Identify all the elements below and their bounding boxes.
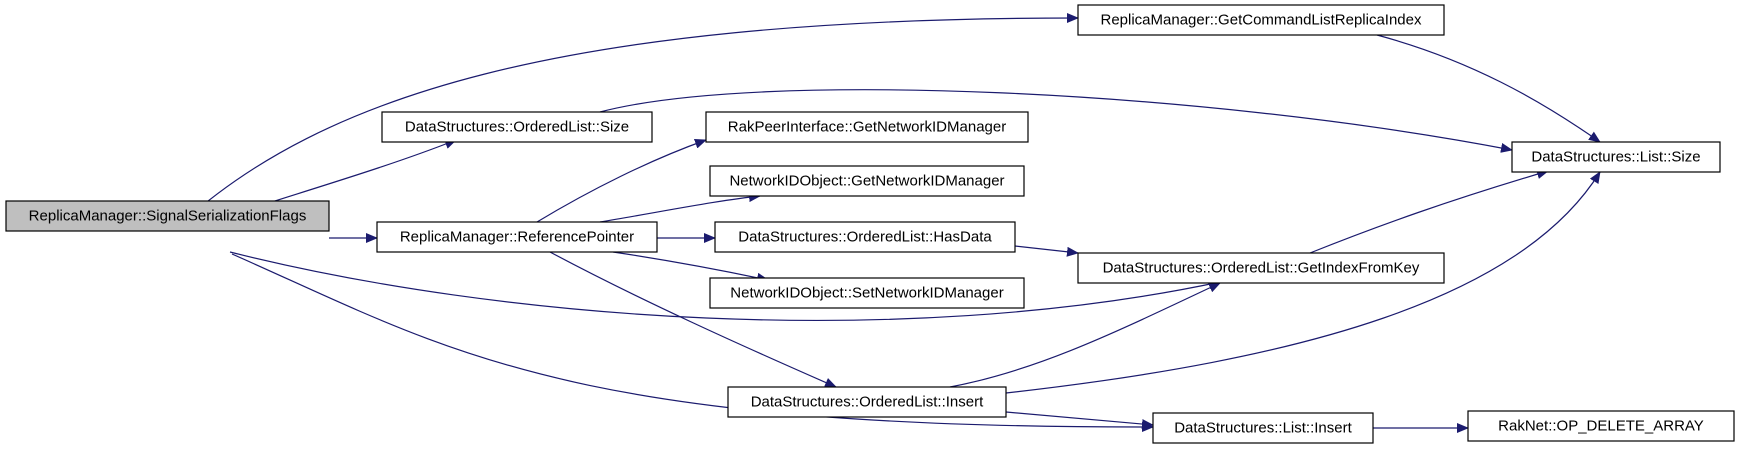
node-refptr[interactable]: ReplicaManager::ReferencePointer: [376, 221, 658, 253]
node-box: [709, 277, 1025, 309]
node-label: DataStructures::OrderedList::GetIndexFro…: [1103, 260, 1420, 277]
edge-olinsert-to-olgetidx: [949, 282, 1221, 388]
node-olgetidx[interactable]: DataStructures::OrderedList::GetIndexFro…: [1077, 252, 1445, 284]
node-box: [709, 165, 1025, 197]
edge-olinsert-to-linsert: [1005, 411, 1154, 430]
edge-olhas-to-olgetidx: [1014, 245, 1079, 257]
node-label: DataStructures::List::Size: [1531, 149, 1700, 166]
node-label: RakPeerInterface::GetNetworkIDManager: [728, 119, 1006, 136]
node-olsize[interactable]: DataStructures::OrderedList::Size: [381, 111, 653, 143]
node-box: [1077, 252, 1445, 284]
node-label: DataStructures::OrderedList::Size: [405, 119, 629, 136]
node-box: [727, 386, 1007, 418]
node-olhas[interactable]: DataStructures::OrderedList::HasData: [714, 221, 1016, 253]
node-nidsetnid[interactable]: NetworkIDObject::SetNetworkIDManager: [709, 277, 1025, 309]
node-nidgetnid[interactable]: NetworkIDObject::GetNetworkIDManager: [709, 165, 1025, 197]
node-box: [1077, 4, 1445, 36]
node-box: [714, 221, 1016, 253]
node-olinsert[interactable]: DataStructures::OrderedList::Insert: [727, 386, 1007, 418]
node-label: RakNet::OP_DELETE_ARRAY: [1498, 418, 1704, 435]
edge-getcmd-to-lsize: [1376, 34, 1601, 143]
node-label: NetworkIDObject::SetNetworkIDManager: [730, 285, 1003, 302]
node-label: ReplicaManager::GetCommandListReplicaInd…: [1101, 12, 1422, 29]
node-label: DataStructures::OrderedList::Insert: [751, 394, 984, 411]
node-label: ReplicaManager::SignalSerializationFlags: [29, 208, 307, 225]
edge-signal-to-linsert: [231, 253, 1154, 433]
node-lsize[interactable]: DataStructures::List::Size: [1511, 141, 1721, 173]
node-box: [5, 200, 330, 232]
edge-refptr-to-nidsetnid: [612, 251, 769, 283]
edge-signal-to-olgetidx: [229, 251, 1221, 321]
edge-refptr-to-nidgetnid: [599, 192, 761, 223]
node-box: [705, 111, 1029, 143]
node-label: DataStructures::List::Insert: [1174, 420, 1352, 437]
node-box: [376, 221, 658, 253]
edge-olinsert-to-lsize: [1005, 171, 1601, 394]
node-opdel[interactable]: RakNet::OP_DELETE_ARRAY: [1467, 410, 1735, 442]
node-getcmd[interactable]: ReplicaManager::GetCommandListReplicaInd…: [1077, 4, 1445, 36]
node-label: DataStructures::OrderedList::HasData: [738, 229, 992, 246]
node-box: [381, 111, 653, 143]
edge-olgetidx-to-lsize: [1309, 169, 1549, 254]
edge-refptr-to-olinsert: [549, 251, 837, 388]
node-box: [1511, 141, 1721, 173]
node-linsert[interactable]: DataStructures::List::Insert: [1152, 412, 1374, 444]
node-box: [1467, 410, 1735, 442]
edge-refptr-to-rakgetnid: [536, 138, 707, 223]
nodes-layer: ReplicaManager::SignalSerializationFlags…: [5, 4, 1735, 444]
node-label: ReplicaManager::ReferencePointer: [400, 229, 634, 246]
node-signal[interactable]: ReplicaManager::SignalSerializationFlags: [5, 200, 330, 232]
edges-layer: [182, 13, 1601, 433]
node-rakgetnid[interactable]: RakPeerInterface::GetNetworkIDManager: [705, 111, 1029, 143]
node-label: NetworkIDObject::GetNetworkIDManager: [729, 173, 1004, 190]
edge-signal-to-getcmd: [182, 13, 1079, 223]
edge-olsize-to-lsize: [599, 89, 1513, 153]
node-box: [1152, 412, 1374, 444]
